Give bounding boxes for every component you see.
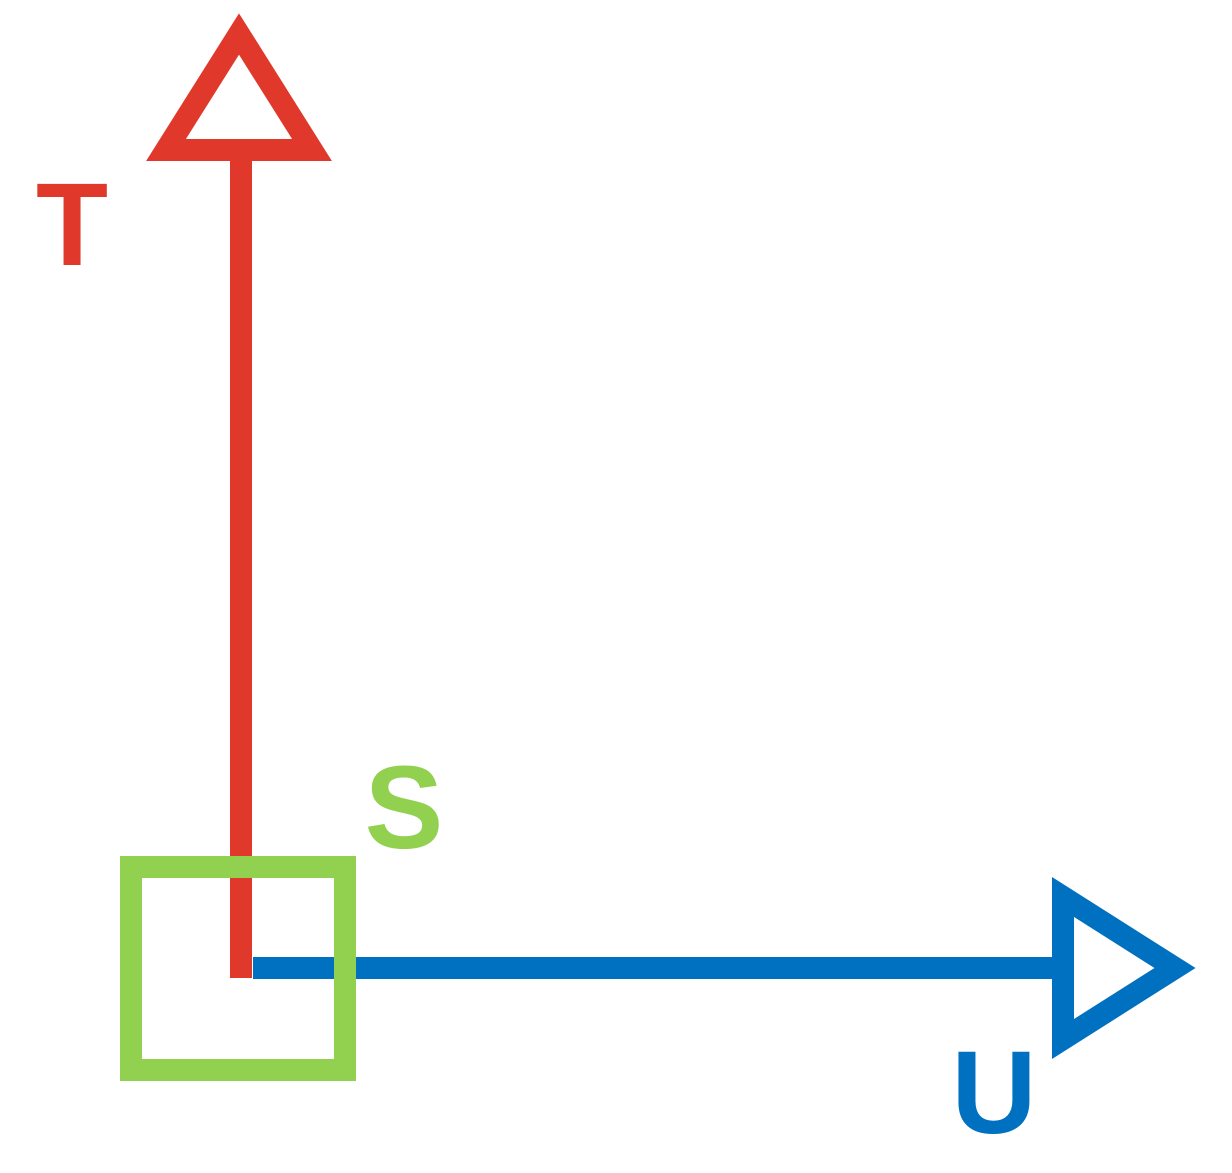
u-label: U <box>951 1027 1036 1159</box>
t-label: T <box>36 159 108 291</box>
s-label: S <box>365 742 444 874</box>
t-axis-arrowhead <box>146 13 332 161</box>
s-origin-square <box>120 856 356 1081</box>
u-axis-arrowhead <box>1052 877 1196 1059</box>
